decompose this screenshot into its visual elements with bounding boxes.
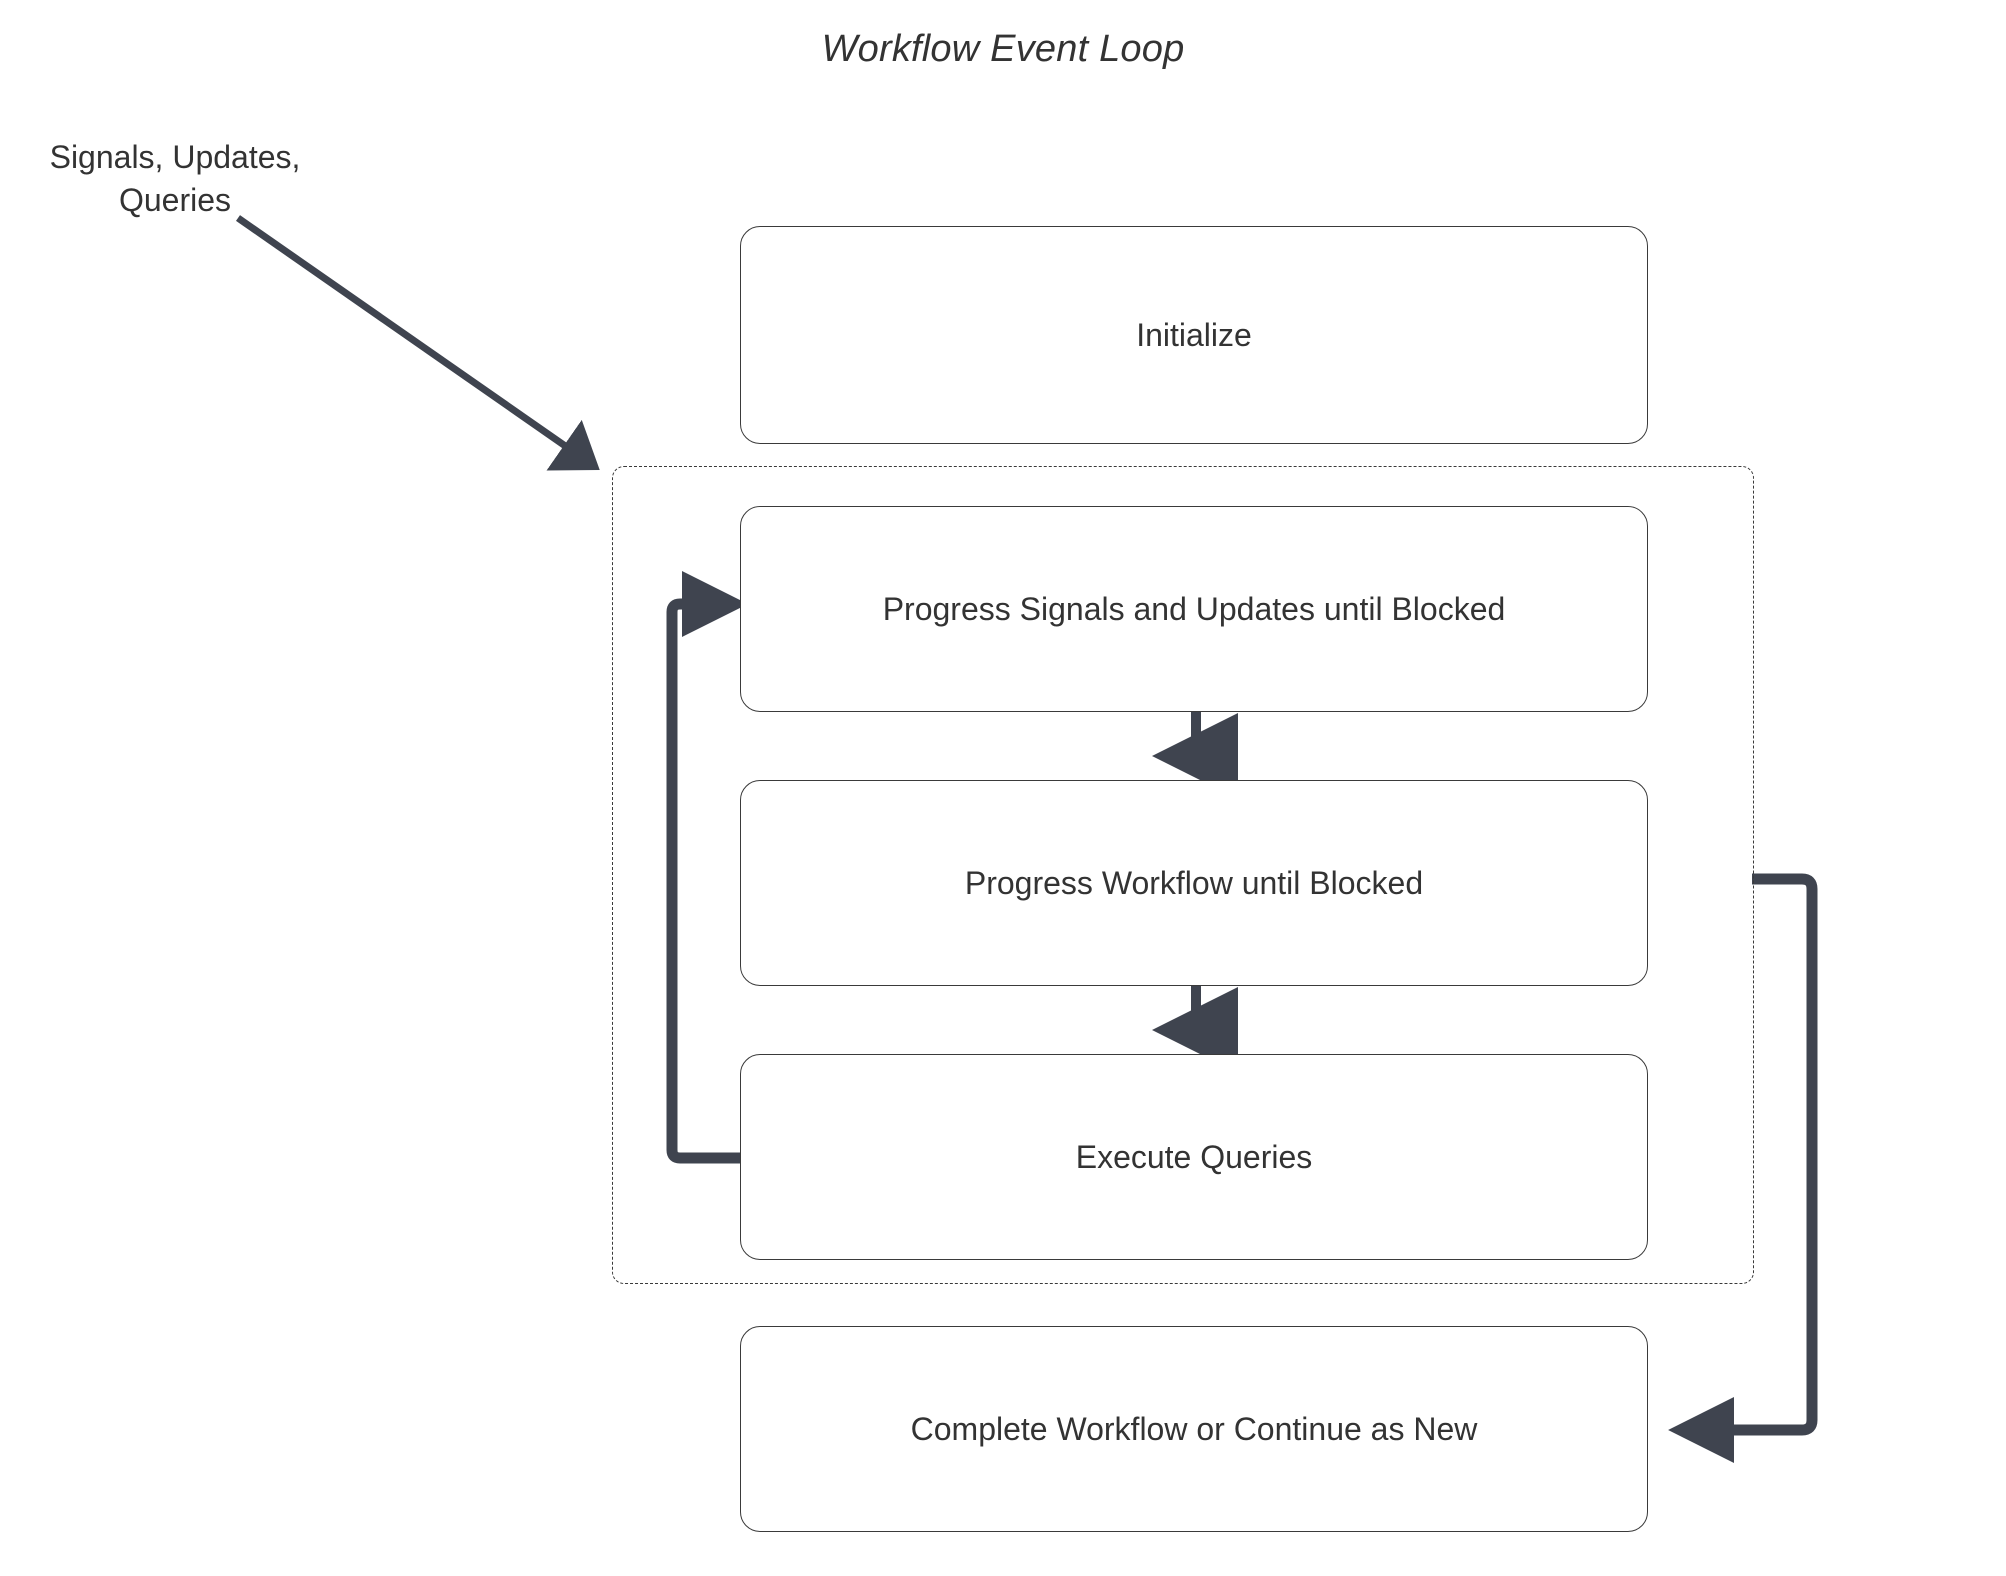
node-progress-workflow-label: Progress Workflow until Blocked <box>964 864 1424 901</box>
node-complete-workflow[interactable]: Complete Workflow or Continue as New <box>740 1326 1648 1532</box>
node-complete-workflow-label: Complete Workflow or Continue as New <box>910 1410 1478 1447</box>
node-progress-workflow[interactable]: Progress Workflow until Blocked <box>740 780 1648 986</box>
node-execute-queries-label: Execute Queries <box>1075 1138 1313 1175</box>
external-input-label: Signals, Updates, Queries <box>49 139 301 218</box>
node-progress-signals[interactable]: Progress Signals and Updates until Block… <box>740 506 1648 712</box>
node-initialize-label: Initialize <box>1136 316 1252 353</box>
node-progress-signals-label: Progress Signals and Updates until Block… <box>882 590 1506 627</box>
edge-external-to-loop <box>235 215 600 471</box>
page-title: Workflow Event Loop <box>821 28 1185 70</box>
node-initialize[interactable]: Initialize <box>740 226 1648 444</box>
node-execute-queries[interactable]: Execute Queries <box>740 1054 1648 1260</box>
